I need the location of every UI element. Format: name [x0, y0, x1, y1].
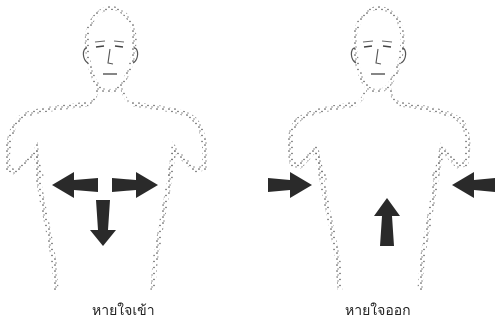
- inhale-torso-outline: [8, 104, 205, 290]
- inhale-eyes: [96, 46, 123, 47]
- exhale-left-arrow: [268, 172, 312, 198]
- inhale-caption: หายใจเข้า: [92, 300, 155, 322]
- exhale-eyes: [364, 46, 391, 47]
- exhale-up-arrow: [374, 198, 400, 246]
- exhale-figure: [268, 8, 495, 290]
- inhale-head: [87, 8, 135, 91]
- exhale-caption: หายใจออก: [345, 300, 411, 322]
- inhale-left-arrow: [52, 172, 98, 198]
- exhale-torso-outline: [290, 104, 468, 290]
- exhale-head: [355, 8, 403, 91]
- inhale-down-arrow: [90, 200, 116, 246]
- exhale-right-arrow: [452, 172, 495, 198]
- inhale-right-arrow: [112, 172, 158, 198]
- inhale-figure: [8, 8, 205, 290]
